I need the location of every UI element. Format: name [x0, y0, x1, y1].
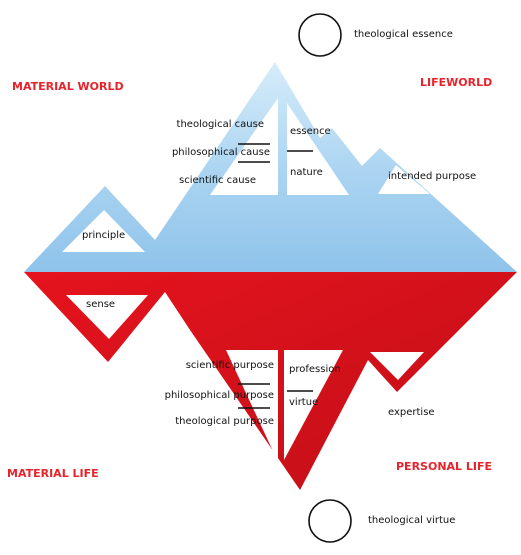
philosophical-purpose-label: philosophical purpose	[164, 390, 274, 401]
theological-essence-label: theological essence	[354, 29, 453, 40]
scientific-purpose-cutout	[226, 350, 278, 462]
essence-cutout	[287, 103, 349, 195]
personal-life-label: PERSONAL LIFE	[396, 460, 493, 473]
profession-label: profession	[289, 364, 341, 375]
lifeworld-label: LIFEWORLD	[420, 76, 493, 89]
profession-cutout	[284, 350, 343, 460]
purpose-cutout	[378, 165, 430, 194]
essence-label: essence	[290, 126, 331, 137]
scientific-cause-label: scientific cause	[179, 175, 256, 186]
theological-cause-label: theological cause	[176, 119, 264, 130]
expertise-label: expertise	[388, 407, 435, 418]
theological-virtue-label: theological virtue	[368, 515, 456, 526]
virtue-label: virtue	[289, 397, 319, 408]
principle-label: principle	[82, 230, 126, 241]
cause-cutout	[210, 98, 278, 195]
theological-virtue-circle	[308, 499, 352, 543]
principle-cutout	[62, 210, 145, 252]
intended-purpose-label: intended purpose	[388, 171, 477, 182]
material-life-label: MATERIAL LIFE	[7, 467, 99, 480]
material-world-label: MATERIAL WORLD	[12, 80, 124, 93]
theological-essence-circle	[298, 13, 342, 57]
sense-cutout	[66, 295, 148, 339]
theological-purpose-label: theological purpose	[175, 416, 274, 427]
expertise-cutout	[370, 352, 424, 380]
scientific-purpose-label: scientific purpose	[185, 360, 274, 371]
sense-label: sense	[86, 299, 116, 310]
nature-label: nature	[290, 167, 323, 178]
philosophical-cause-label: philosophical cause	[171, 147, 270, 158]
